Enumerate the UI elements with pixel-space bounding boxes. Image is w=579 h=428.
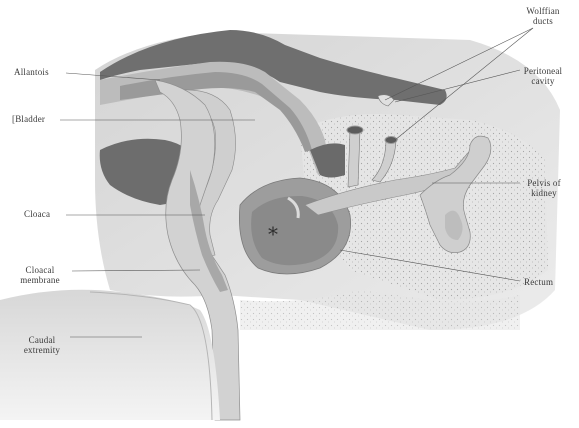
wolffian-duct-left-opening <box>347 126 363 134</box>
label-cloacal-membrane: Cloacal membrane <box>9 265 71 285</box>
asterisk-marker: * <box>268 222 278 246</box>
wolffian-duct-left <box>348 130 360 187</box>
label-peritoneal-cavity: Peritoneal cavity <box>512 66 574 86</box>
label-cloaca: Cloaca <box>24 209 50 219</box>
label-rectum: Rectum <box>524 277 553 287</box>
label-wolffian-ducts: Wolffian ducts <box>518 6 568 26</box>
label-caudal-extremity: Caudal extremity <box>14 335 70 355</box>
label-bladder: [Bladder <box>12 114 45 124</box>
label-allantois: Allantois <box>14 67 49 77</box>
label-pelvis-of-kidney: Pelvis of kidney <box>516 178 572 198</box>
